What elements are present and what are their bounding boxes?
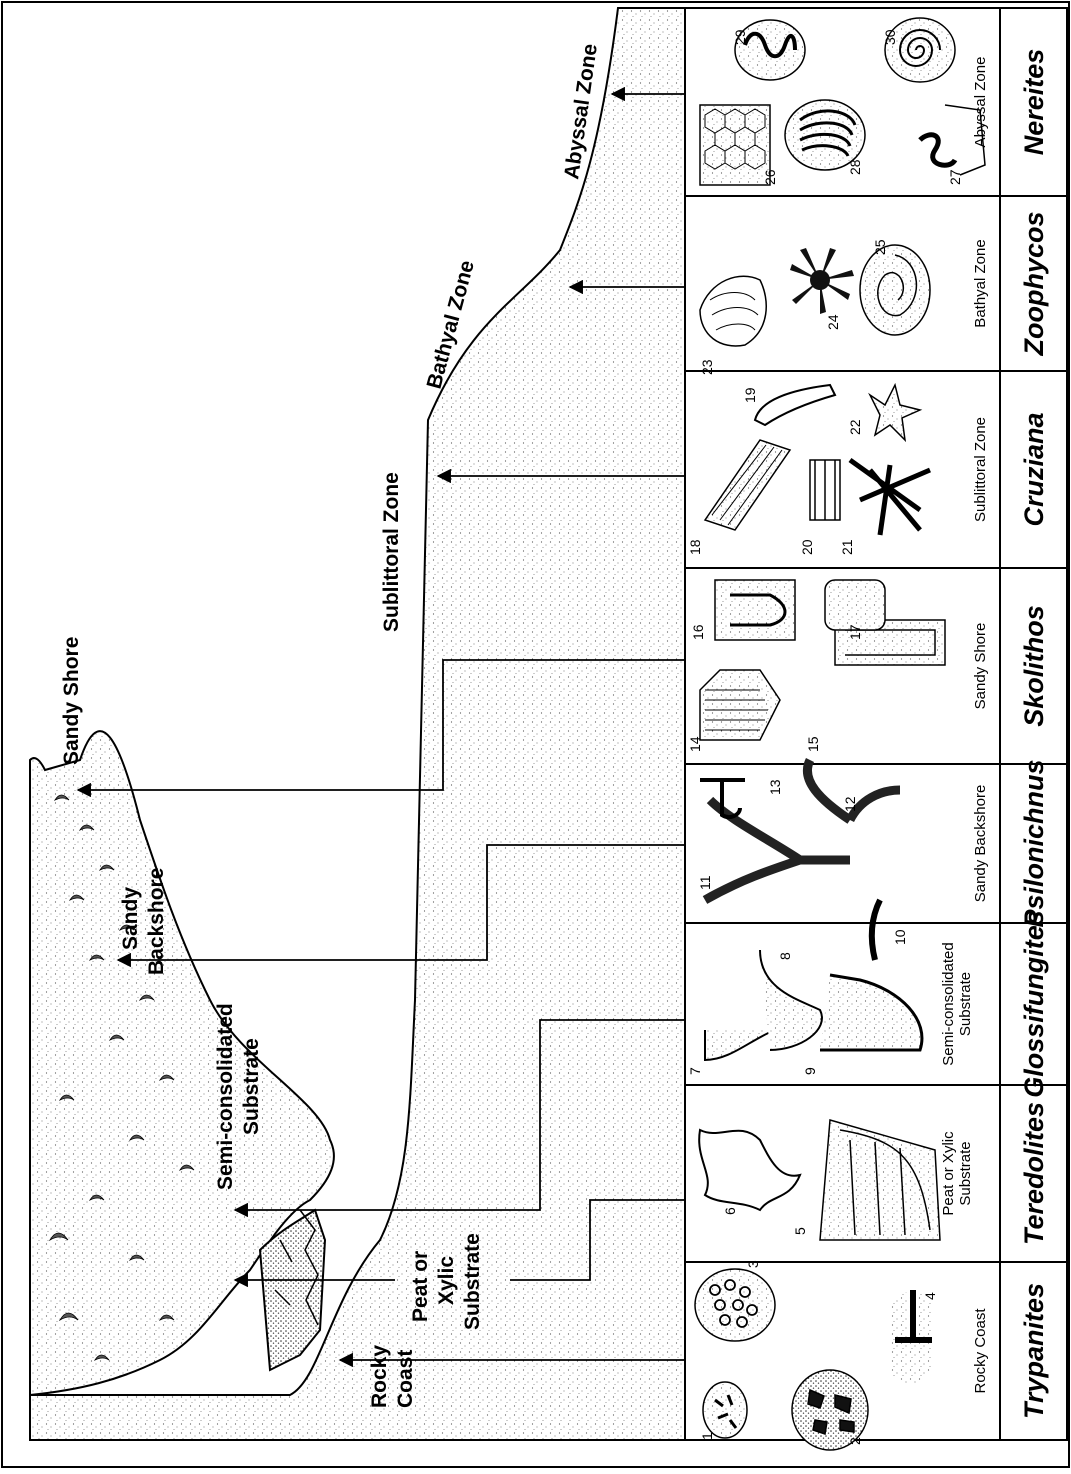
- fossil-number-5: 5: [792, 1227, 808, 1235]
- ichnofacies-name-cruziana: Cruziana: [1019, 412, 1049, 526]
- fossil-number-20: 20: [799, 539, 815, 555]
- environment-caption-4-1: Sandy Backshore: [972, 785, 989, 903]
- environment-caption-2-1: Peat or Xylic: [940, 1131, 957, 1216]
- fossil-number-30: 30: [882, 29, 898, 45]
- fossil-25-icon: [860, 245, 930, 335]
- zone-label-peat-2: Xylic: [435, 1256, 458, 1305]
- ichnofacies-name-teredolites: Teredolites: [1019, 1102, 1049, 1245]
- environment-caption-3-2: Substrate: [957, 972, 974, 1036]
- environment-caption-1-1: Rocky Coast: [972, 1308, 989, 1394]
- fossil-17-icon: [825, 580, 885, 630]
- zone-label-sublittoral: Sublittoral Zone: [380, 472, 403, 632]
- fossil-number-4: 4: [922, 1292, 938, 1300]
- fossil-number-13: 13: [767, 779, 783, 795]
- fossil-number-1: 1: [699, 1432, 715, 1440]
- zone-label-backshore-2: Backshore: [145, 868, 168, 975]
- environment-caption-6-1: Sublittoral Zone: [972, 417, 989, 522]
- environment-caption-7-1: Bathyal Zone: [972, 239, 989, 327]
- fossil-number-23: 23: [699, 359, 715, 375]
- fossil-number-11: 11: [697, 875, 713, 890]
- ichnofacies-name-nereites: Nereites: [1019, 49, 1049, 156]
- ichnofacies-name-psilonichnus: Psilonichnus: [1019, 759, 1049, 927]
- zone-label-semi-2: Substrate: [240, 1038, 263, 1135]
- ichnofacies-name-trypanites: Trypanites: [1019, 1283, 1049, 1419]
- ichnofacies-name-glossifungites: Glossifungites: [1019, 910, 1049, 1098]
- fossil-number-21: 21: [839, 539, 855, 555]
- fossil-number-10: 10: [892, 929, 908, 945]
- environment-caption-3-1: Semi-consolidated: [940, 942, 957, 1065]
- fossil-number-8: 8: [777, 952, 793, 960]
- zone-label-backshore-1: Sandy: [119, 887, 142, 950]
- fossil-number-12: 12: [842, 796, 858, 812]
- zone-label-sandy-shore: Sandy Shore: [60, 637, 83, 765]
- zone-label-semi-1: Semi-consolidated: [214, 1003, 237, 1190]
- environment-caption-2-2: Substrate: [957, 1141, 974, 1205]
- fossil-3-icon: [695, 1269, 775, 1341]
- fossil-number-29: 29: [732, 29, 748, 45]
- fossil-number-9: 9: [802, 1067, 818, 1075]
- fossil-number-24: 24: [825, 314, 841, 330]
- ichnofacies-name-zoophycos: Zoophycos: [1019, 211, 1049, 356]
- fossil-number-14: 14: [687, 736, 703, 752]
- fossil-number-26: 26: [762, 169, 778, 185]
- fossil-number-25: 25: [872, 239, 888, 255]
- ichnofacies-name-skolithos: Skolithos: [1019, 605, 1049, 727]
- zone-label-rocky-coast-1: Rocky: [368, 1345, 391, 1408]
- zone-label-peat-3: Substrate: [461, 1233, 484, 1330]
- fossil-30-icon: [885, 18, 955, 82]
- fossil-number-17: 17: [847, 624, 863, 640]
- fossil-number-18: 18: [687, 539, 703, 555]
- fossil-number-6: 6: [722, 1207, 738, 1215]
- fossil-number-19: 19: [742, 387, 758, 403]
- environment-caption-5-1: Sandy Shore: [972, 623, 989, 710]
- fossil-16-icon: [715, 580, 795, 640]
- zone-label-rocky-coast-2: Coast: [394, 1350, 417, 1408]
- fossil-number-7: 7: [687, 1067, 703, 1075]
- fossil-number-15: 15: [805, 736, 821, 752]
- fossil-1-icon: [703, 1382, 747, 1438]
- fossil-number-22: 22: [847, 419, 863, 435]
- fossil-number-27: 27: [947, 169, 963, 185]
- fossil-number-3: 3: [745, 1260, 761, 1268]
- fossil-number-28: 28: [847, 159, 863, 175]
- fossil-number-16: 16: [690, 624, 706, 640]
- zone-label-peat-1: Peat or: [409, 1251, 432, 1322]
- environment-caption-8-1: Abyssal Zone: [972, 57, 989, 148]
- fossil-number-2: 2: [847, 1437, 863, 1445]
